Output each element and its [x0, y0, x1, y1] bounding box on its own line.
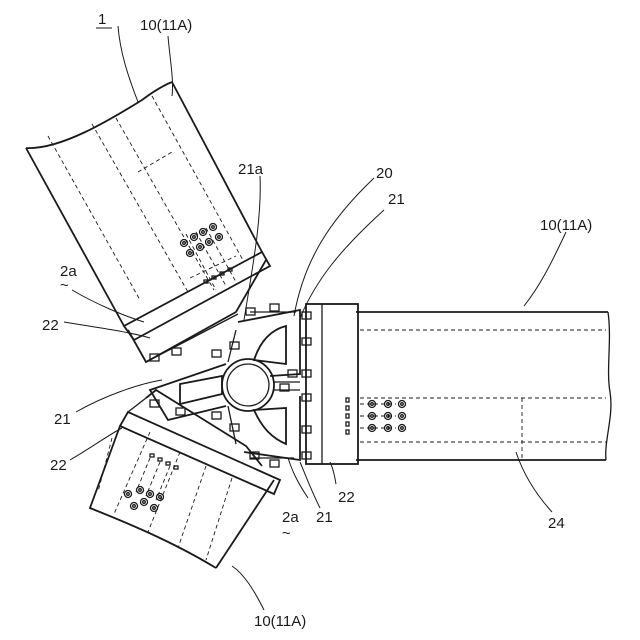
joint-core: [150, 310, 300, 460]
right-end-plate: [306, 304, 358, 464]
label-ref-22-left-lower: 22: [50, 457, 67, 474]
label-member-top: 10(11A): [140, 17, 192, 34]
label-ref-2a-lower: 2a: [282, 509, 299, 526]
label-ref-21a: 21a: [238, 161, 264, 178]
label-ref-21-left: 21: [54, 411, 71, 428]
label-ref-21-bottom: 21: [316, 509, 333, 526]
label-ref-21-top: 21: [388, 191, 405, 208]
label-ref-22-left-upper: 22: [42, 317, 59, 334]
label-tilde-lower: ~: [282, 525, 291, 542]
upper-bolt-holes: [181, 224, 223, 257]
label-ref-20: 20: [376, 165, 393, 182]
right-member: [346, 312, 611, 460]
labels: 1 10(11A) 21a 20 21 10(11A) 2a ~ 22 21 2…: [42, 11, 592, 630]
upper-left-end-plate: [124, 252, 270, 362]
lower-left-end-plate: [120, 390, 280, 494]
lower-small-bolts: [150, 454, 178, 469]
label-ref-24: 24: [548, 515, 565, 532]
label-ref-1: 1: [98, 11, 106, 28]
lower-bolt-holes: [125, 487, 164, 512]
right-small-bolts: [346, 398, 349, 434]
label-member-bottom: 10(11A): [254, 613, 306, 630]
label-ref-22-right: 22: [338, 489, 355, 506]
label-member-right: 10(11A): [540, 217, 592, 234]
label-tilde-upper: ~: [60, 277, 69, 294]
